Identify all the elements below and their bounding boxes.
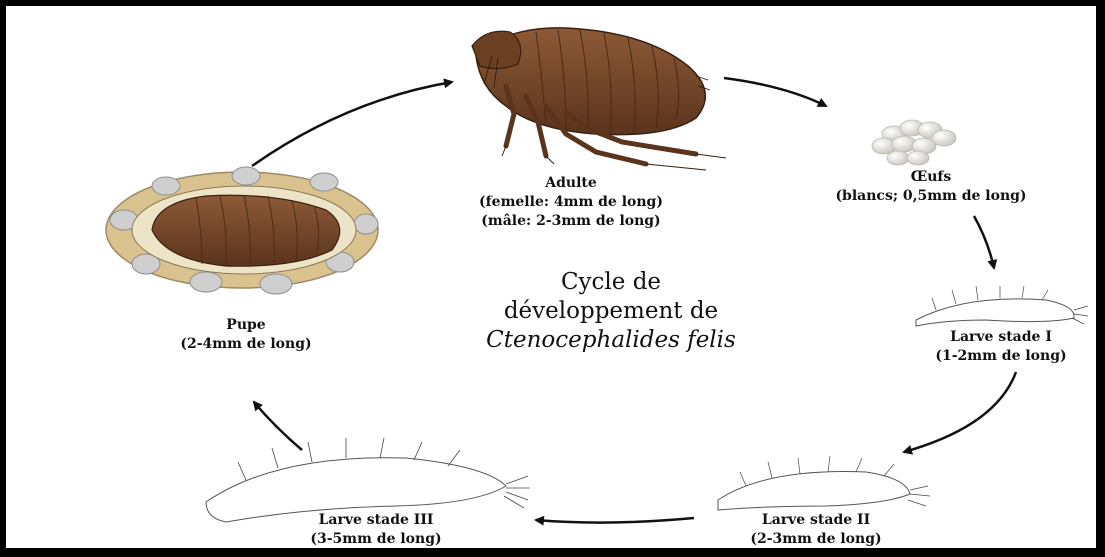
arrow-larva1-to-larva2 [904,372,1016,452]
larva-3-detail: (3-5mm de long) [291,530,461,549]
label-larva-1: Larve stade I (1-2mm de long) [916,328,1086,366]
adult-detail-male: (mâle: 2-3mm de long) [456,212,686,231]
arrow-larva2-to-larva3 [536,518,694,523]
pupa-detail: (2-4mm de long) [166,335,326,354]
title-line-2: développement de [446,297,776,326]
arrow-adult-to-eggs [724,78,826,106]
label-pupa: Pupe (2-4mm de long) [166,316,326,354]
larva-1-detail: (1-2mm de long) [916,347,1086,366]
arrow-eggs-to-larva1 [974,216,994,268]
larva-stage-3-icon [206,438,530,522]
egg-cluster-icon [872,120,956,165]
larva-1-name: Larve stade I [916,328,1086,347]
title-line-1: Cycle de [446,268,776,297]
pupa-cocoon-icon [106,167,378,294]
diagram-title: Cycle de développement de Ctenocephalide… [446,268,776,355]
arrow-pupa-to-adult [252,82,452,166]
label-eggs: Œufs (blancs; 0,5mm de long) [826,168,1036,206]
label-larva-2: Larve stade II (2-3mm de long) [736,511,896,549]
adult-detail-female: (femelle: 4mm de long) [456,193,686,212]
larva-stage-1-icon [916,286,1088,326]
larva-2-name: Larve stade II [736,511,896,530]
title-species: Ctenocephalides felis [446,326,776,355]
label-adult: Adulte (femelle: 4mm de long) (mâle: 2-3… [456,174,686,231]
flea-adult-icon [472,28,726,170]
eggs-detail: (blancs; 0,5mm de long) [826,187,1036,206]
label-larva-3: Larve stade III (3-5mm de long) [291,511,461,549]
larva-2-detail: (2-3mm de long) [736,530,896,549]
larva-3-name: Larve stade III [291,511,461,530]
larva-stage-2-icon [718,456,930,510]
eggs-name: Œufs [826,168,1036,187]
adult-name: Adulte [456,174,686,193]
arrow-larva3-to-pupa [254,402,302,450]
pupa-name: Pupe [166,316,326,335]
